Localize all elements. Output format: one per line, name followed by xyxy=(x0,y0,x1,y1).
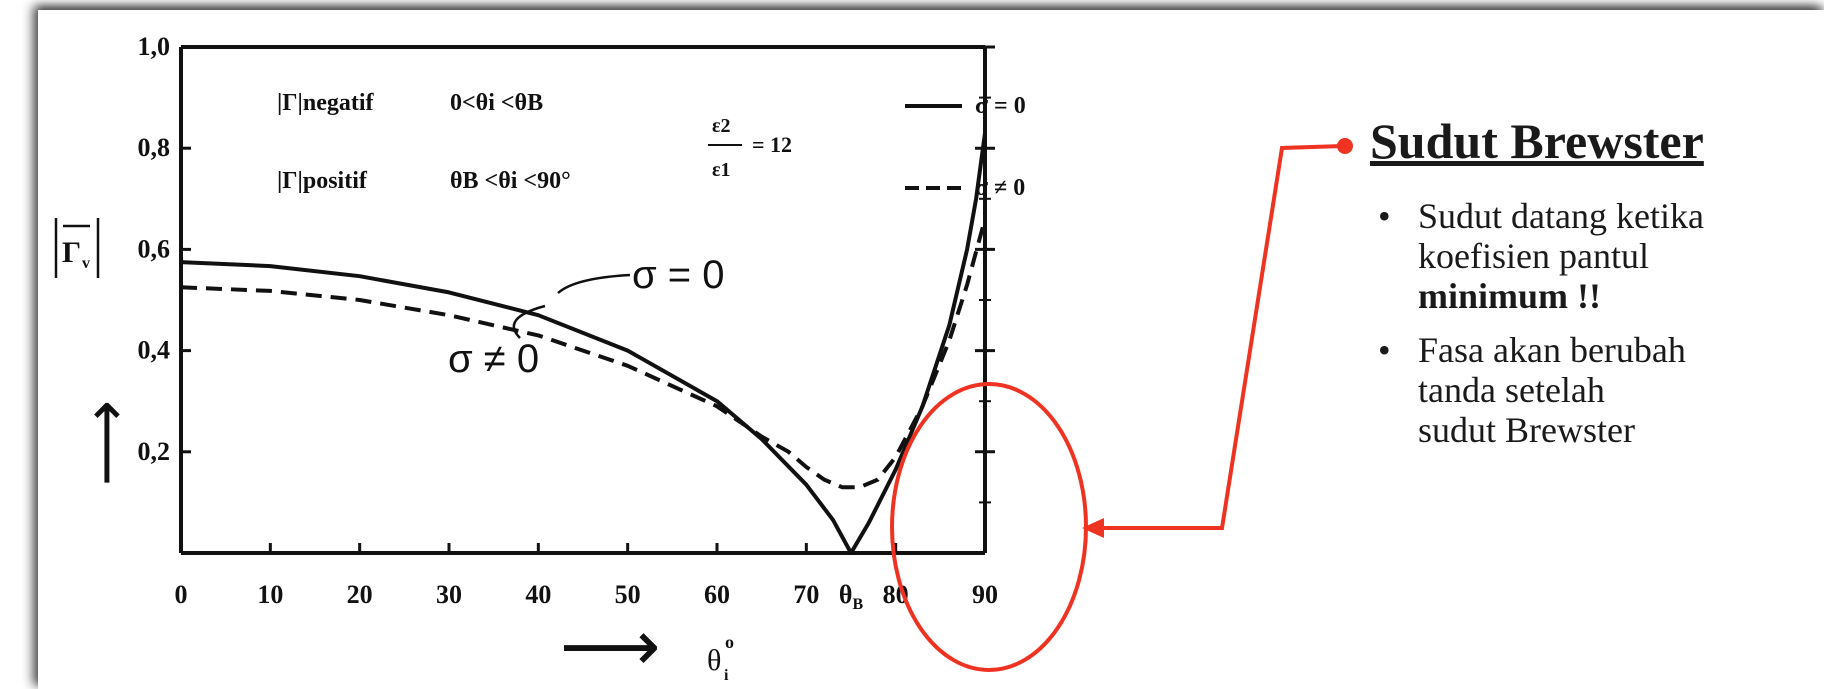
x-label-degree: o xyxy=(725,632,734,652)
x-tick-label: 20 xyxy=(347,580,373,609)
series-sigma-zero xyxy=(180,132,987,555)
side-panel-title: Sudut Brewster xyxy=(1370,113,1704,169)
slide-frame xyxy=(38,10,1824,689)
connector-arrowhead xyxy=(1082,518,1104,538)
curve-label-dashed: σ ≠ 0 xyxy=(448,337,539,381)
y-label-arrow: ⟵ xyxy=(73,400,143,486)
x-label-sub: i xyxy=(724,667,729,684)
curve-label-solid-leader xyxy=(557,273,631,294)
ratio-denominator: ε1 xyxy=(712,159,731,181)
legend: |Γ|negatif 0<θi <θB |Γ|positif θB <θi <9… xyxy=(277,90,1026,201)
y-tick-label: 1,0 xyxy=(138,32,171,61)
y-tick-label: 0,4 xyxy=(138,336,171,365)
bullet-2-line-1: Fasa akan berubah xyxy=(1418,330,1686,370)
side-panel: Sudut Brewster • Sudut datang ketika koe… xyxy=(1370,112,1824,464)
x-tick-label-sub: B xyxy=(852,596,863,613)
y-tick-label: 0,6 xyxy=(138,234,171,263)
legend-solid-label: σ = 0 xyxy=(975,93,1026,119)
bullet-1-line-2: koefisien pantul xyxy=(1418,236,1649,276)
legend-line1-prefix: |Γ|negatif xyxy=(277,90,375,116)
x-tick-label: 10 xyxy=(257,580,283,609)
x-tick-label: 50 xyxy=(615,580,641,609)
y-axis-label: Γ v ⟵ xyxy=(54,218,143,486)
x-tick-label: 40 xyxy=(525,580,551,609)
x-axis-label: ⟶ θ o i xyxy=(560,605,734,687)
ratio-value: = 12 xyxy=(752,132,792,157)
bullet-item-1: • Sudut datang ketika koefisien pantul m… xyxy=(1370,196,1824,316)
legend-line2-prefix: |Γ|positif xyxy=(277,168,368,194)
brewster-annotation xyxy=(890,138,1353,672)
y-label-gamma: Γ xyxy=(62,236,81,269)
x-label-theta: θ xyxy=(707,644,721,677)
x-label-arrow: ⟶ xyxy=(560,605,660,687)
bullet-1-bold-line: minimum !! xyxy=(1418,276,1601,316)
x-tick-label: 90 xyxy=(972,580,998,609)
plot-axes xyxy=(179,45,987,555)
ratio-numerator: ε2 xyxy=(712,115,731,137)
x-tick-label: θB xyxy=(839,580,864,613)
y-tick-label: 0,2 xyxy=(138,437,171,466)
series-lines xyxy=(180,132,987,555)
connector-dot xyxy=(1337,138,1353,154)
legend-dashed-label: σ ≠ 0 xyxy=(975,175,1025,201)
x-tick-label: 70 xyxy=(793,580,819,609)
bullet-dot: • xyxy=(1378,196,1391,236)
series-sigma-nonzero xyxy=(180,218,987,490)
bullet-1-line-1: Sudut datang ketika xyxy=(1418,196,1704,236)
legend-line1-condition: 0<θi <θB xyxy=(450,90,543,116)
y-label-sub: v xyxy=(82,255,90,272)
y-tick-label: 0,8 xyxy=(138,133,171,162)
x-tick-label: 30 xyxy=(436,580,462,609)
curve-labels: σ = 0 σ ≠ 0 xyxy=(448,253,725,381)
brewster-connector xyxy=(1100,144,1344,530)
bullet-2-line-2: tanda setelah xyxy=(1418,370,1605,410)
brewster-circle xyxy=(890,382,1088,672)
bullet-2-line-3: sudut Brewster xyxy=(1418,410,1635,450)
curve-label-solid: σ = 0 xyxy=(632,253,725,297)
x-tick-label: 0 xyxy=(175,580,188,609)
curve-label-dashed-leader xyxy=(512,304,546,339)
bullet-dot: • xyxy=(1378,330,1391,370)
legend-line2-condition: θB <θi <90° xyxy=(450,168,571,194)
bullet-item-2: • Fasa akan berubah tanda setelah sudut … xyxy=(1370,330,1824,450)
x-tick-label: 60 xyxy=(704,580,730,609)
